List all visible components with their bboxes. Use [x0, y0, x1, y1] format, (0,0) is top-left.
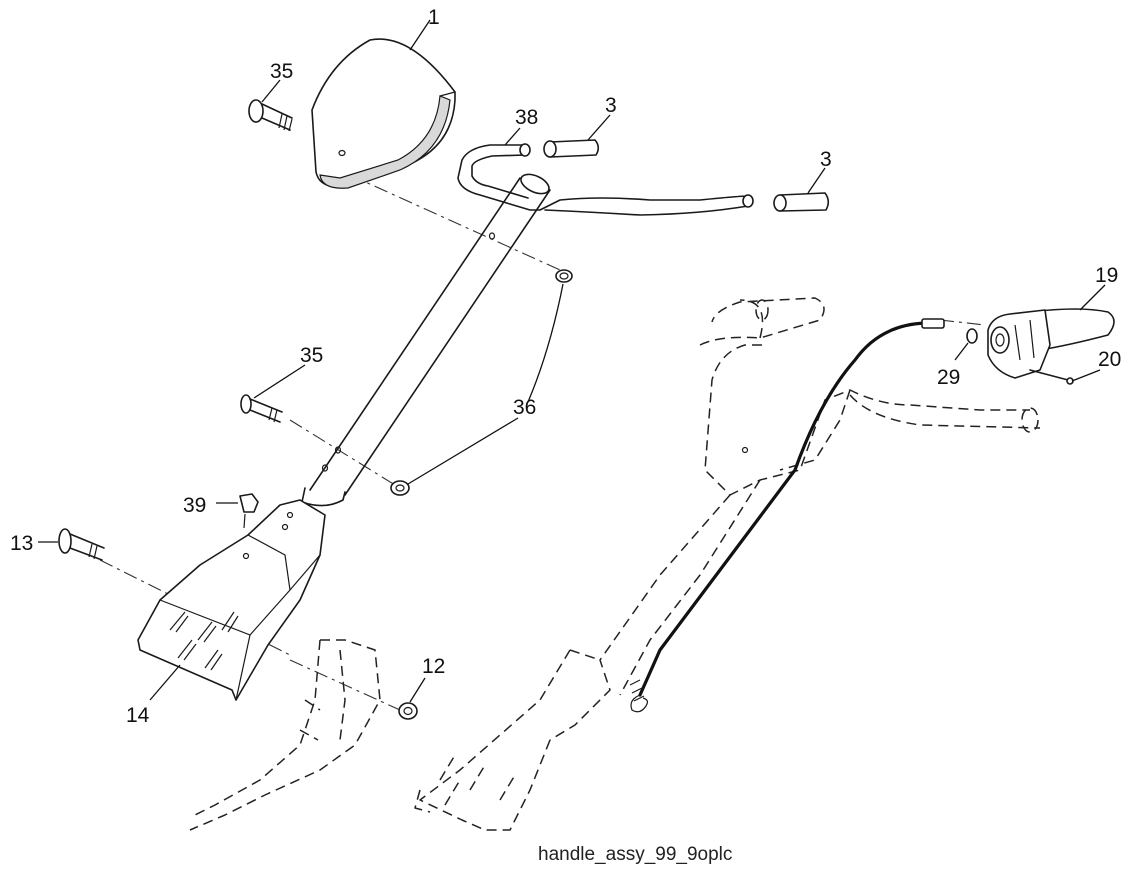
callout-14: 14: [126, 704, 150, 727]
part-1-handle-cover: [311, 38, 456, 189]
part-35-bolt-top: [248, 99, 293, 132]
callout-3-right: 3: [820, 148, 832, 171]
diagram-caption: handle_assy_99_9oplc: [538, 844, 732, 865]
part-36-nut-bottom: [390, 480, 410, 496]
leader-lines: [38, 19, 1106, 703]
callout-36: 36: [513, 396, 536, 419]
part-12-nut: [398, 702, 418, 720]
callout-35-top: 35: [270, 60, 293, 83]
callout-13: 13: [10, 532, 33, 555]
part-3-grip-left: [543, 139, 600, 158]
handle-tube: [301, 173, 551, 507]
phantom-frame-left: [189, 639, 381, 831]
callout-12: 12: [422, 655, 445, 678]
alignment-lines: [99, 174, 986, 711]
part-3-grip-right: [773, 192, 830, 212]
callout-3-left: 3: [605, 94, 617, 117]
part-19-control-lever: [987, 308, 1115, 379]
callout-29: 29: [937, 366, 960, 389]
part-39-clip: [239, 493, 259, 529]
part-38-handlebar: [457, 143, 754, 216]
callout-labels: 1 35 38 3 3 35 36 39 13 12 14 19 20 29: [10, 6, 1121, 727]
part-35-bolt-middle: [240, 394, 283, 423]
callout-35-middle: 35: [300, 344, 323, 367]
callout-1: 1: [428, 6, 440, 29]
part-29-ring: [966, 328, 978, 344]
phantom-handle-right: [414, 297, 1041, 831]
part-13-bolt: [58, 528, 105, 561]
part-14-lower-bracket: [137, 499, 326, 701]
callout-19: 19: [1095, 264, 1118, 287]
part-36-nut-top: [555, 269, 573, 283]
part-20-pin: [1029, 369, 1074, 385]
callout-39: 39: [183, 494, 206, 517]
callout-20: 20: [1098, 348, 1121, 371]
control-cable: [629, 318, 945, 713]
callout-38: 38: [515, 106, 538, 129]
